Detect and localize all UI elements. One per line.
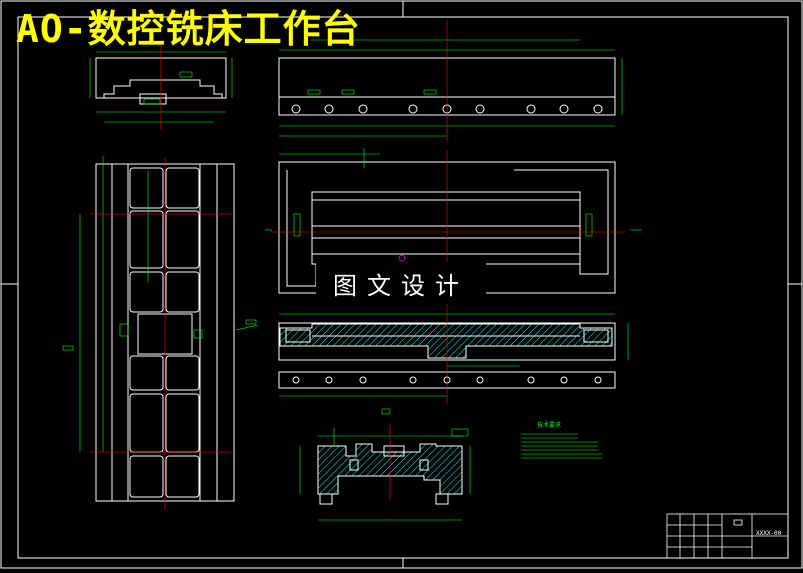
grid-cells [129,167,200,498]
title-block [666,513,789,559]
drawing-title: AO-数控铣床工作台 [16,7,361,51]
cross-section-bottom [299,424,471,521]
front-view-top [278,20,623,142]
bolt-hole-row-top [291,104,603,114]
plan-view-left [62,156,259,510]
title-block-code: XXXX-00 [756,530,782,537]
end-view-top-left [89,46,233,130]
technical-notes-heading: 技术要求 [537,422,562,429]
datum-marker [398,254,406,262]
notes-lines [521,433,602,459]
watermark-label: 图文设计 [316,262,486,304]
section-view [278,300,629,415]
